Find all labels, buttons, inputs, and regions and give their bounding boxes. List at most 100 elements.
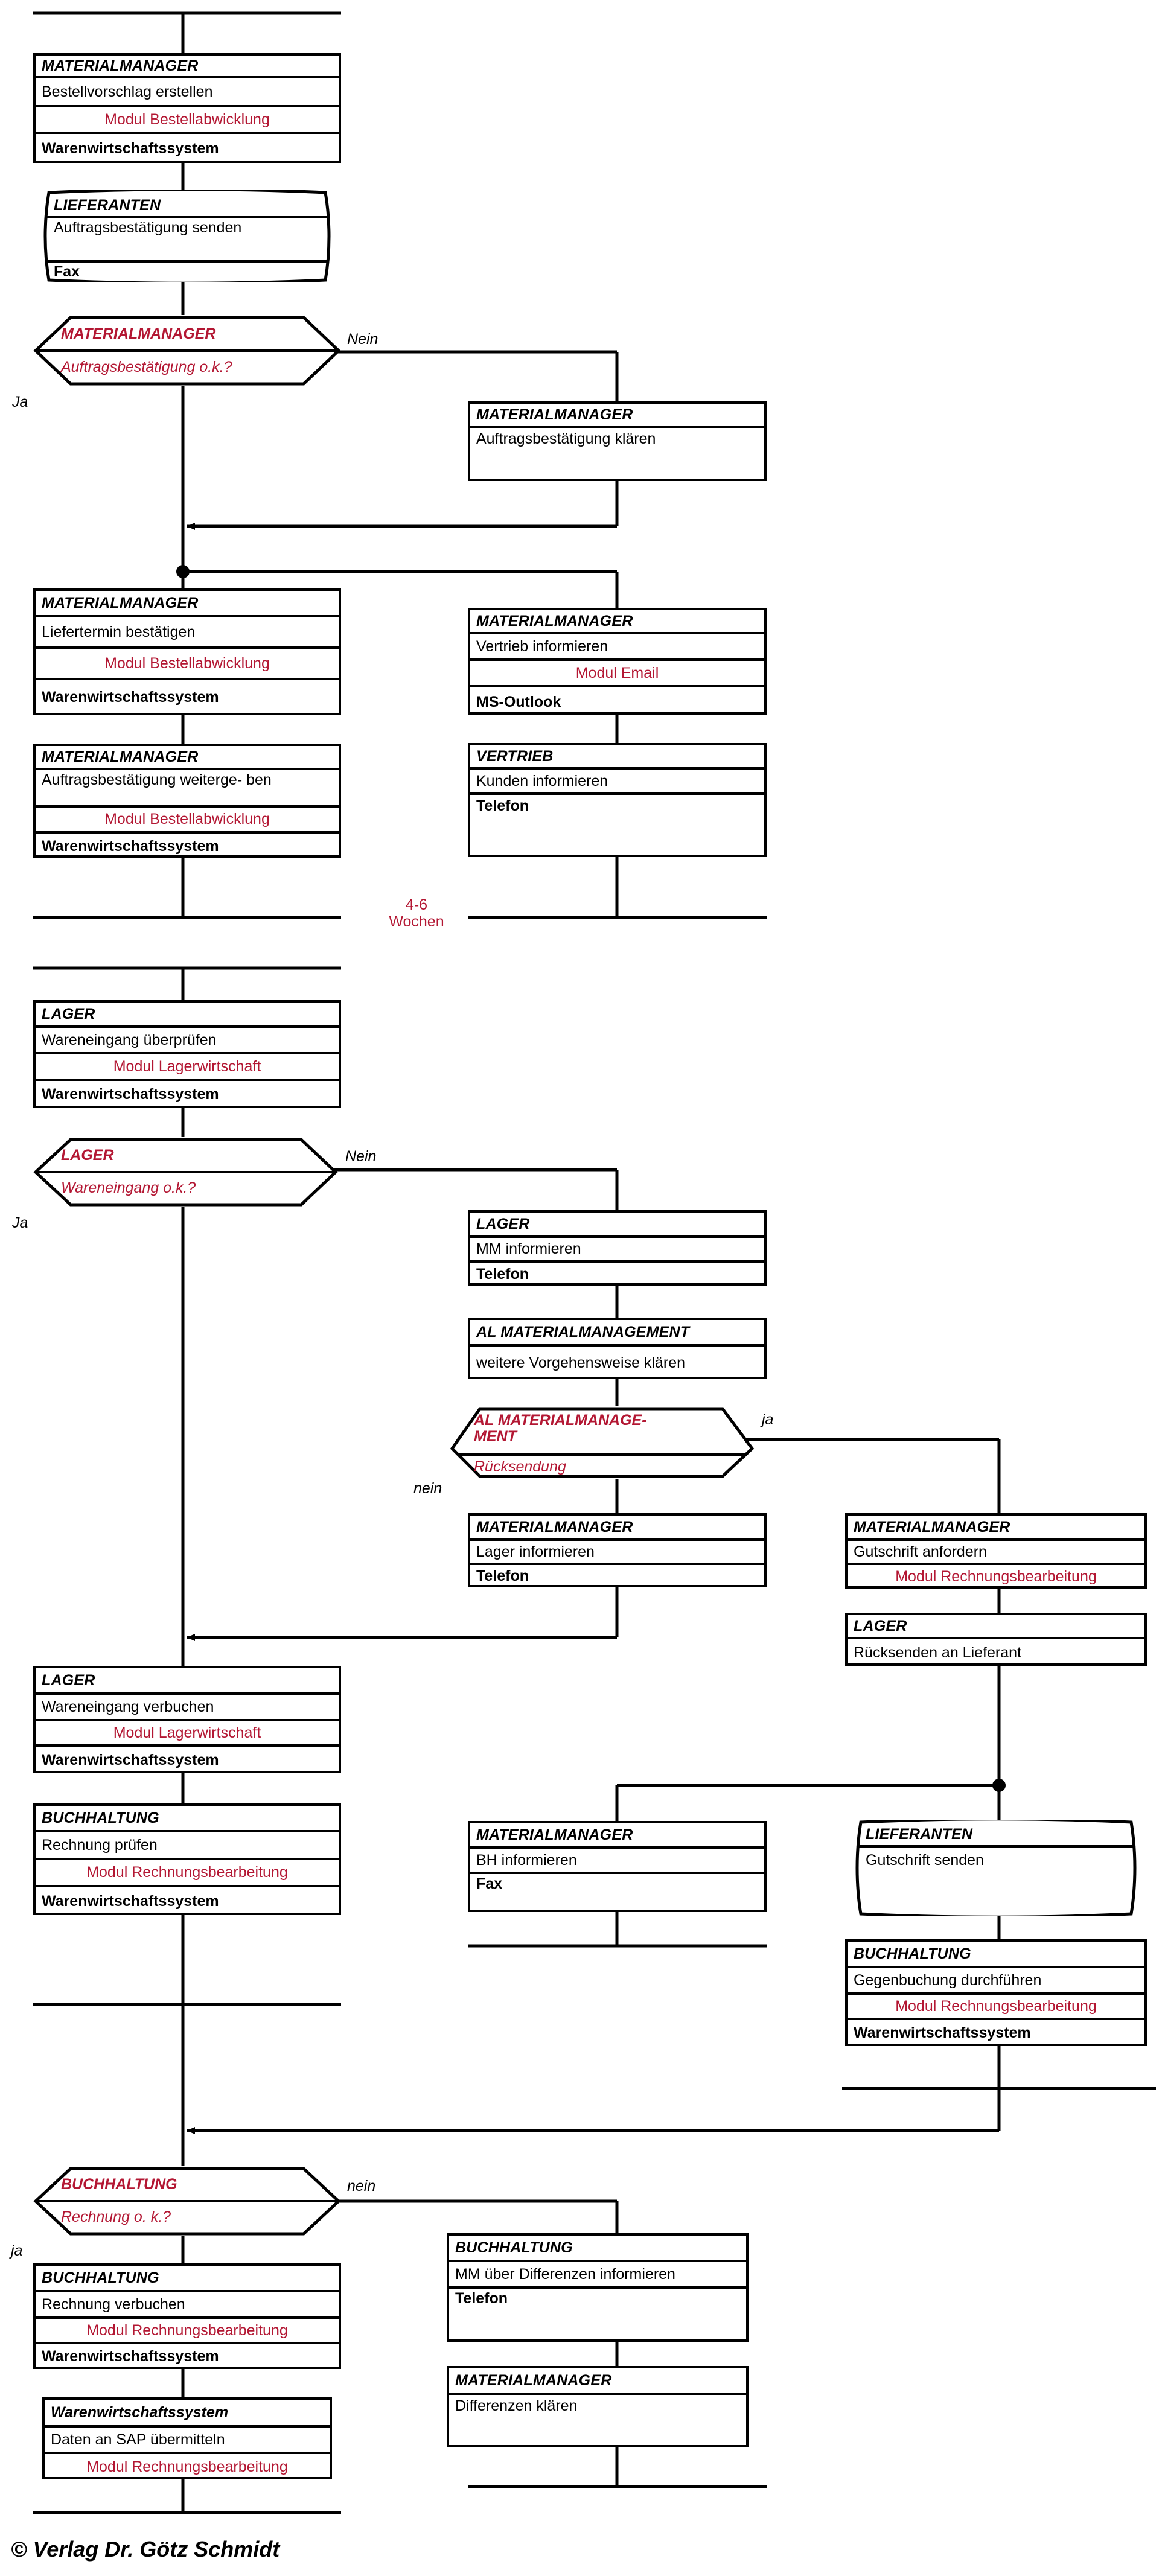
block-bh-informieren[interactable]: MATERIALMANAGER BH informieren Fax bbox=[468, 1821, 767, 1912]
block-module: Modul Bestellabwicklung bbox=[36, 808, 339, 834]
block-task: Kunden informieren bbox=[470, 770, 764, 795]
block-task: Wareneingang verbuchen bbox=[36, 1695, 339, 1721]
label-ja-4: ja bbox=[11, 2242, 23, 2259]
block-system: Fax bbox=[54, 263, 80, 280]
block-task: Auftragsbestätigung klären bbox=[476, 430, 656, 447]
label-ja-2: Ja bbox=[12, 1214, 28, 1231]
decision-role-line2: MENT bbox=[474, 1428, 517, 1445]
block-task: Gegenbuchung durchführen bbox=[848, 1968, 1144, 1995]
decision-wareneingang-ok[interactable]: LAGER Wareneingang o.k.? bbox=[33, 1137, 338, 1207]
hexagon-shape bbox=[33, 316, 341, 386]
block-role: AL MATERIALMANAGEMENT bbox=[470, 1320, 764, 1347]
label-nein-1: Nein bbox=[347, 331, 378, 348]
block-task: MM informieren bbox=[470, 1238, 764, 1263]
block-task: Differenzen klären bbox=[455, 2397, 578, 2414]
block-role: MATERIALMANAGER bbox=[470, 1516, 764, 1541]
block-lager-informieren[interactable]: MATERIALMANAGER Lager informieren Telefo… bbox=[468, 1513, 767, 1587]
block-role: MATERIALMANAGER bbox=[848, 1516, 1144, 1541]
block-module: Modul Email bbox=[470, 661, 764, 687]
block-task: MM über Differenzen informieren bbox=[449, 2262, 746, 2289]
block-system: Telefon bbox=[476, 1567, 529, 1584]
block-task: BH informieren bbox=[470, 1849, 764, 1874]
copyright-credit: © Verlag Dr. Götz Schmidt bbox=[11, 2537, 280, 2562]
block-task: Gutschrift anfordern bbox=[848, 1541, 1144, 1565]
block-role: LAGER bbox=[470, 1213, 764, 1238]
barrel-shape bbox=[855, 1820, 1137, 1916]
block-task: Vertrieb informieren bbox=[470, 634, 764, 661]
block-kunden-informieren[interactable]: VERTRIEB Kunden informieren Telefon bbox=[468, 743, 767, 857]
block-wareneingang-ueberpruefen[interactable]: LAGER Wareneingang überprüfen Modul Lage… bbox=[33, 1000, 341, 1108]
block-module: Modul Bestellabwicklung bbox=[36, 649, 339, 680]
label-nein-2: Nein bbox=[345, 1148, 377, 1165]
block-module: Modul Bestellabwicklung bbox=[36, 107, 339, 134]
decision-condition: Rechnung o. k.? bbox=[61, 2208, 171, 2225]
block-task: Auftragsbestätigung senden bbox=[54, 219, 242, 236]
block-task: Wareneingang überprüfen bbox=[36, 1028, 339, 1054]
decision-condition: Wareneingang o.k.? bbox=[61, 1179, 196, 1196]
block-role: BUCHHALTUNG bbox=[36, 2266, 339, 2292]
block-system: Telefon bbox=[476, 797, 529, 814]
block-auftragsbestaetigung-klaeren[interactable]: MATERIALMANAGER Auftragsbestätigung klär… bbox=[468, 401, 767, 481]
block-gutschrift-senden[interactable]: LIEFERANTEN Gutschrift senden bbox=[845, 1820, 1147, 1916]
block-differenzen-klaeren[interactable]: MATERIALMANAGER Differenzen klären bbox=[447, 2366, 749, 2447]
label-duration-line2: Wochen bbox=[389, 913, 444, 930]
block-module: Modul Rechnungsbearbeitung bbox=[36, 1860, 339, 1887]
label-nein-4: nein bbox=[347, 2178, 376, 2195]
block-role: MATERIALMANAGER bbox=[470, 404, 764, 428]
block-rechnung-pruefen[interactable]: BUCHHALTUNG Rechnung prüfen Modul Rechnu… bbox=[33, 1803, 341, 1915]
block-task: Bestellvorschlag erstellen bbox=[36, 78, 339, 107]
block-role: LIEFERANTEN bbox=[54, 196, 161, 214]
label-ja-1: Ja bbox=[12, 394, 28, 410]
block-liefertermin-bestaetigen[interactable]: MATERIALMANAGER Liefertermin bestätigen … bbox=[33, 588, 341, 715]
block-system: MS-Outlook bbox=[476, 693, 561, 710]
block-vertrieb-informieren[interactable]: MATERIALMANAGER Vertrieb informieren Mod… bbox=[468, 608, 767, 715]
block-bestellvorschlag-erstellen[interactable]: MATERIALMANAGER Bestellvorschlag erstell… bbox=[33, 53, 341, 163]
block-rechnung-verbuchen[interactable]: BUCHHALTUNG Rechnung verbuchen Modul Rec… bbox=[33, 2263, 341, 2369]
block-system: Warenwirtschaftssystem bbox=[42, 2348, 219, 2365]
block-task: Rücksenden an Lieferant bbox=[854, 1643, 1021, 1661]
block-role: MATERIALMANAGER bbox=[470, 610, 764, 634]
block-mm-informieren[interactable]: LAGER MM informieren Telefon bbox=[468, 1210, 767, 1286]
hexagon-shape bbox=[33, 1138, 338, 1207]
decision-auftragsbestaetigung-ok[interactable]: MATERIALMANAGER Auftragsbestätigung o.k.… bbox=[33, 315, 341, 386]
block-role: LAGER bbox=[848, 1615, 1144, 1639]
decision-role: AL MATERIALMANAGE- MENT bbox=[450, 1410, 755, 1453]
label-duration-line1: 4-6 bbox=[405, 896, 428, 913]
block-system: Telefon bbox=[455, 2290, 508, 2307]
block-role: MATERIALMANAGER bbox=[36, 56, 339, 78]
block-task: Gutschrift senden bbox=[866, 1851, 984, 1869]
block-system: Warenwirtschaftssystem bbox=[42, 688, 219, 706]
block-role: MATERIALMANAGER bbox=[36, 746, 339, 770]
block-vorgehensweise-klaeren[interactable]: AL MATERIALMANAGEMENT weitere Vorgehensw… bbox=[468, 1318, 767, 1379]
block-role: BUCHHALTUNG bbox=[36, 1806, 339, 1832]
block-role: LAGER bbox=[36, 1668, 339, 1695]
block-wareneingang-verbuchen[interactable]: LAGER Wareneingang verbuchen Modul Lager… bbox=[33, 1666, 341, 1773]
block-mm-ueber-differenzen-informieren[interactable]: BUCHHALTUNG MM über Differenzen informie… bbox=[447, 2233, 749, 2342]
decision-condition: Auftragsbestätigung o.k.? bbox=[61, 358, 232, 375]
decision-role: BUCHHALTUNG bbox=[61, 2176, 177, 2193]
block-task: Daten an SAP übermitteln bbox=[45, 2428, 330, 2454]
block-gegenbuchung-durchfuehren[interactable]: BUCHHALTUNG Gegenbuchung durchführen Mod… bbox=[845, 1939, 1147, 2046]
block-role: MATERIALMANAGER bbox=[449, 2368, 746, 2395]
block-module: Modul Rechnungsbearbeitung bbox=[36, 2319, 339, 2344]
block-module: Modul Lagerwirtschaft bbox=[36, 1054, 339, 1081]
block-daten-an-sap-uebermitteln[interactable]: Warenwirtschaftssystem Daten an SAP über… bbox=[42, 2397, 332, 2479]
block-task: weitere Vorgehensweise klären bbox=[476, 1354, 686, 1371]
block-auftragsbestaetigung-senden[interactable]: LIEFERANTEN Auftragsbestätigung senden F… bbox=[33, 190, 341, 282]
block-gutschrift-anfordern[interactable]: MATERIALMANAGER Gutschrift anfordern Mod… bbox=[845, 1513, 1147, 1589]
label-duration: 4-6 Wochen bbox=[362, 896, 471, 930]
block-module: Modul Rechnungsbearbeitung bbox=[848, 1995, 1144, 2020]
hexagon-shape bbox=[33, 2167, 341, 2236]
block-auftragsbestaetigung-weitergeben[interactable]: MATERIALMANAGER Auftragsbestätigung weit… bbox=[33, 744, 341, 858]
label-ja-3: ja bbox=[762, 1411, 774, 1428]
decision-rechnung-ok[interactable]: BUCHHALTUNG Rechnung o. k.? bbox=[33, 2166, 341, 2236]
decision-ruecksendung[interactable]: AL MATERIALMANAGE- MENT Rücksendung bbox=[450, 1406, 755, 1479]
block-system: Warenwirtschaftssystem bbox=[42, 1751, 219, 1768]
block-module: Modul Rechnungsbearbeitung bbox=[86, 2458, 288, 2475]
block-system: Telefon bbox=[476, 1265, 529, 1283]
block-ruecksenden-an-lieferant[interactable]: LAGER Rücksenden an Lieferant bbox=[845, 1613, 1147, 1666]
decision-role-line1: AL MATERIALMANAGE- bbox=[474, 1412, 647, 1429]
decision-role: MATERIALMANAGER bbox=[61, 325, 216, 342]
block-task: Liefertermin bestätigen bbox=[36, 617, 339, 649]
